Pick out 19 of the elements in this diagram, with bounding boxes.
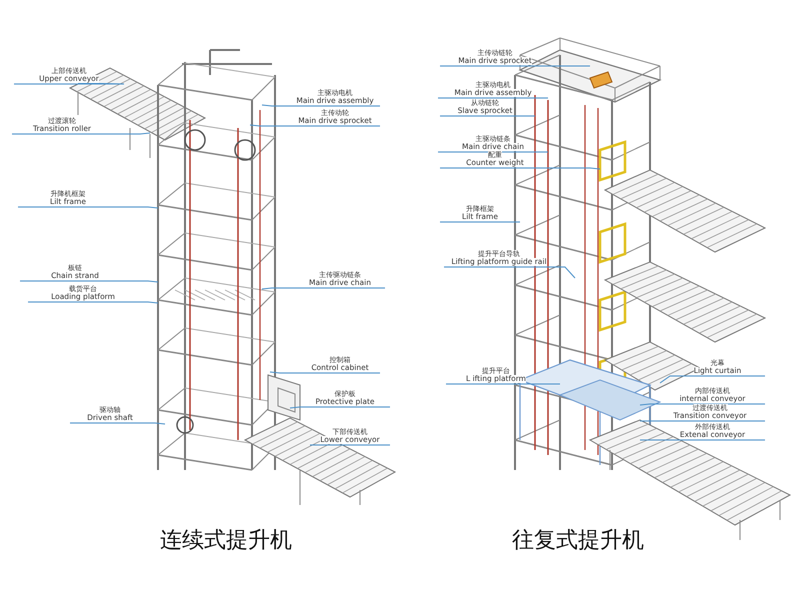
leader-line [18,206,158,208]
machine-caption: 往复式提升机 [512,527,644,555]
leader-line [14,82,124,84]
leader-line [250,124,380,126]
leader-line [12,132,150,134]
leader-line [20,280,158,282]
leader-line [28,302,158,304]
leader-line [310,444,390,446]
leader-line [640,404,766,406]
leader-line [262,288,386,290]
leader-line [444,266,576,278]
leader-line [262,104,380,106]
machine-caption: 连续式提升机 [160,527,292,555]
leader-line [440,168,600,170]
leader-line [290,406,390,408]
leader-line [660,376,766,384]
leader-line [70,422,166,424]
leader-line [270,372,380,374]
leader-line [640,420,766,422]
